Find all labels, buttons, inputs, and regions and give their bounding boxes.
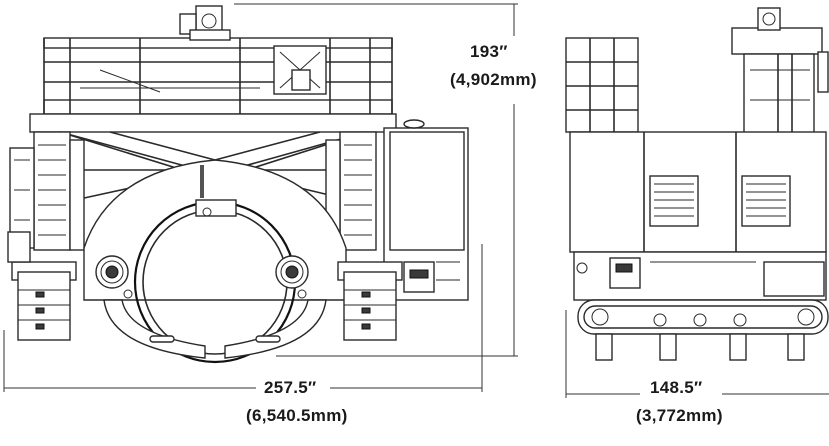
front-width-inches: 257.5″ — [264, 378, 317, 397]
front-width-millimeters: (6,540.5mm) — [246, 406, 348, 425]
front-right-track — [337, 261, 403, 341]
front-left-ladder — [9, 131, 85, 251]
side-width-dimension — [565, 310, 829, 398]
front-height-millimeters: (4,902mm) — [450, 70, 537, 89]
front-clamp-ring — [83, 159, 347, 364]
front-height-inches: 193″ — [470, 42, 508, 61]
front-width-dimension — [3, 244, 483, 392]
side-width-inches: 148.5″ — [650, 378, 703, 397]
side-body — [569, 131, 827, 301]
side-view — [565, 7, 829, 361]
side-mast — [731, 7, 829, 135]
front-left-track — [7, 231, 77, 341]
side-width-millimeters: (3,772mm) — [636, 406, 723, 425]
front-height-dimension — [234, 3, 518, 357]
front-side-cabinet — [383, 119, 469, 301]
front-view — [7, 5, 469, 364]
side-track — [577, 299, 829, 361]
side-railing — [565, 37, 639, 133]
front-platform-railing — [43, 5, 393, 115]
